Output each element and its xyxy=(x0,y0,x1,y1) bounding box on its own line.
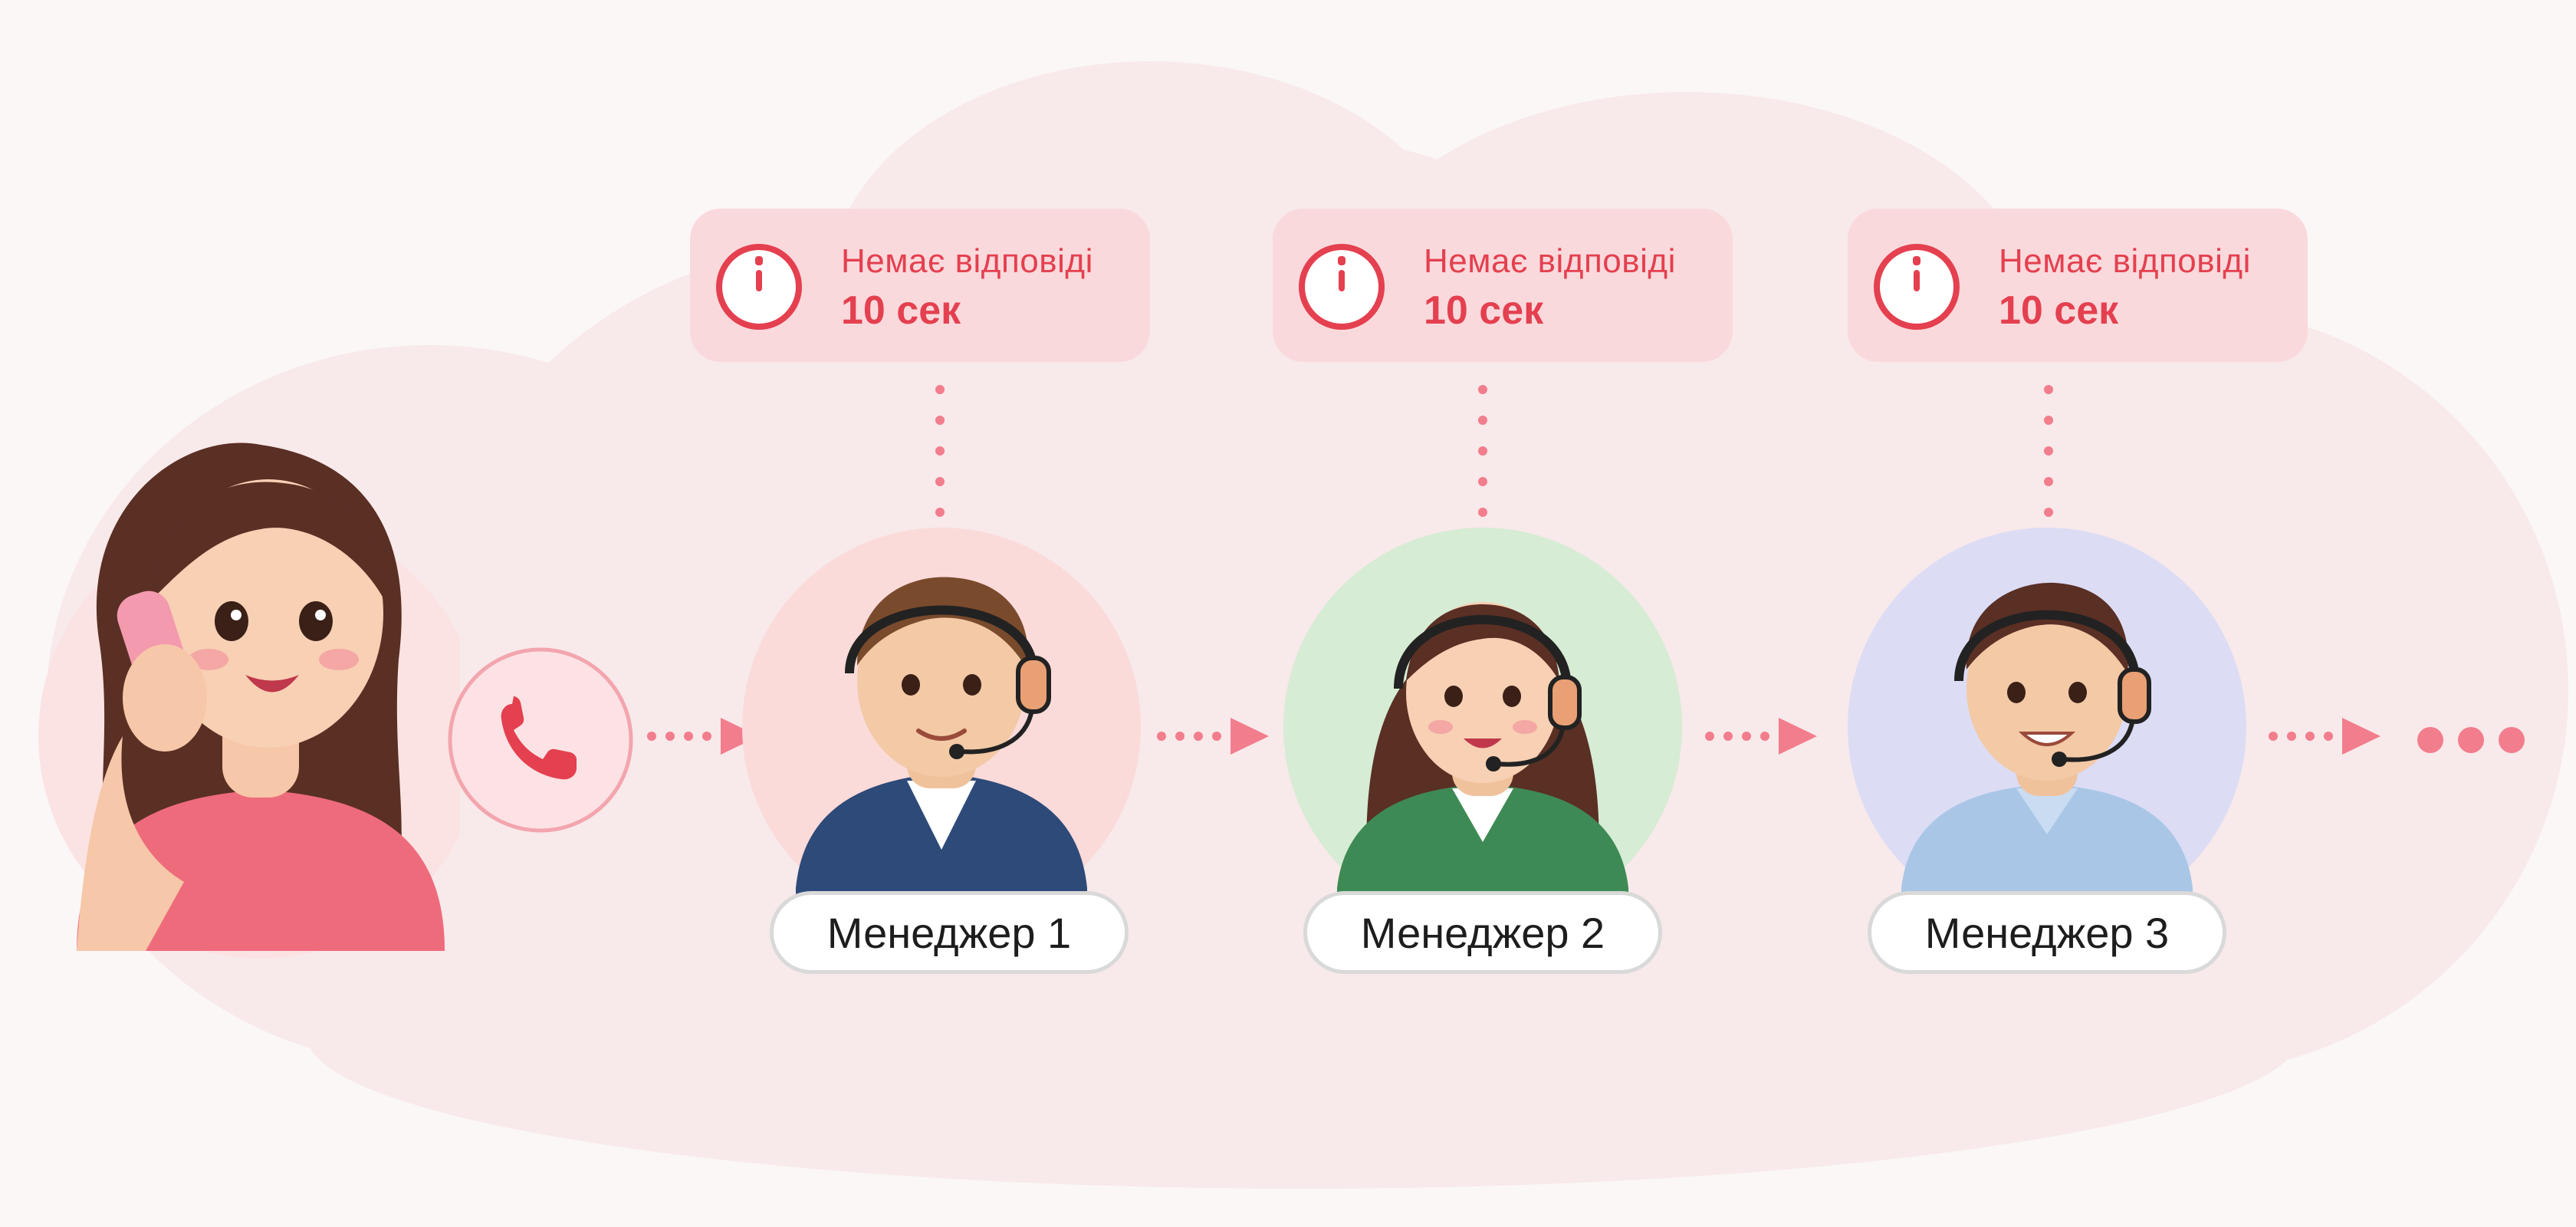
timer-icon xyxy=(1299,244,1385,330)
arrow-right-icon xyxy=(1705,718,1817,755)
phone-icon xyxy=(448,647,633,833)
status-text: Немає відповіді xyxy=(1424,242,1676,280)
arrow-right-icon xyxy=(647,718,759,755)
status-text: Немає відповіді xyxy=(841,242,1093,280)
status-text: Немає відповіді xyxy=(1999,242,2251,280)
manager-label: Менеджер 2 xyxy=(1303,891,1662,974)
arrow-right-icon xyxy=(1157,718,1269,755)
manager-avatar xyxy=(742,528,1141,926)
timeout-text: 10 сек xyxy=(1999,288,2119,333)
no-answer-card: Немає відповіді 10 сек xyxy=(1848,209,2308,362)
dotted-connector xyxy=(1478,385,1487,517)
manager-label: Менеджер 1 xyxy=(770,891,1129,974)
dotted-connector xyxy=(935,385,945,517)
caller-illustration xyxy=(38,442,460,959)
manager-avatar xyxy=(1283,528,1682,926)
manager-avatar xyxy=(1848,528,2246,926)
dotted-connector xyxy=(2044,385,2053,517)
arrow-right-icon xyxy=(2269,718,2380,755)
no-answer-card: Немає відповіді 10 сек xyxy=(1273,209,1733,362)
timer-icon xyxy=(1874,244,1960,330)
more-dots-icon xyxy=(2417,727,2525,753)
timeout-text: 10 сек xyxy=(1424,288,1544,333)
timeout-text: 10 сек xyxy=(841,288,961,333)
manager-label: Менеджер 3 xyxy=(1868,891,2226,974)
timer-icon xyxy=(716,244,802,330)
no-answer-card: Немає відповіді 10 сек xyxy=(690,209,1150,362)
